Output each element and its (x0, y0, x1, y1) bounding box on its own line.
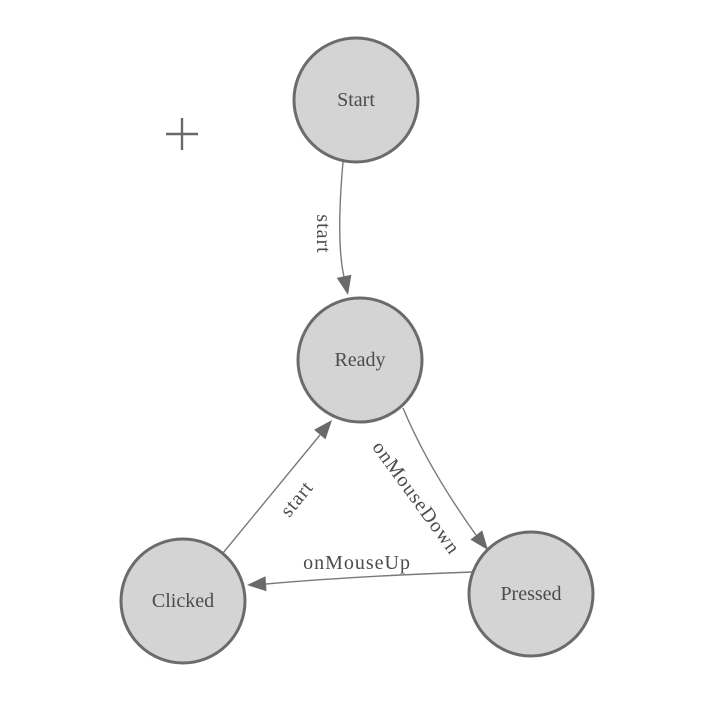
node-start-circle[interactable] (292, 36, 420, 164)
arrowhead-icon (336, 274, 352, 295)
edge-ready-to-pressed[interactable]: onMouseDown (368, 407, 488, 559)
node-clicked-label: Clicked (152, 590, 214, 612)
edge-label-onmousedown: onMouseDown (368, 437, 465, 559)
edge-label-start-2: start (276, 477, 318, 521)
crosshair-icon (166, 118, 198, 150)
node-pressed-label: Pressed (500, 583, 561, 605)
node-pressed-circle[interactable] (467, 530, 595, 658)
edge-pressed-to-clicked-line[interactable] (265, 571, 474, 585)
edge-start-to-ready[interactable]: start (312, 161, 352, 295)
node-start-label: Start (337, 89, 375, 111)
edge-clicked-to-ready[interactable]: start (222, 420, 332, 554)
edge-start-to-ready-line[interactable] (339, 161, 345, 278)
node-pressed[interactable]: Pressed (467, 530, 595, 658)
edge-label-onmouseup: onMouseUp (303, 552, 411, 574)
node-ready-label: Ready (334, 349, 385, 371)
node-ready[interactable]: Ready (296, 296, 424, 424)
arrowhead-icon (314, 420, 332, 440)
node-start[interactable]: Start (292, 36, 420, 164)
edge-pressed-to-clicked[interactable]: onMouseUp (247, 552, 474, 592)
edge-clicked-to-ready-line[interactable] (222, 434, 321, 554)
node-clicked[interactable]: Clicked (119, 537, 247, 665)
arrowhead-icon (470, 530, 488, 550)
node-ready-circle[interactable] (296, 296, 424, 424)
edge-label-start-1: start (312, 214, 334, 253)
node-clicked-circle[interactable] (119, 537, 247, 665)
edge-ready-to-pressed-line[interactable] (402, 407, 477, 536)
arrowhead-icon (247, 576, 267, 592)
